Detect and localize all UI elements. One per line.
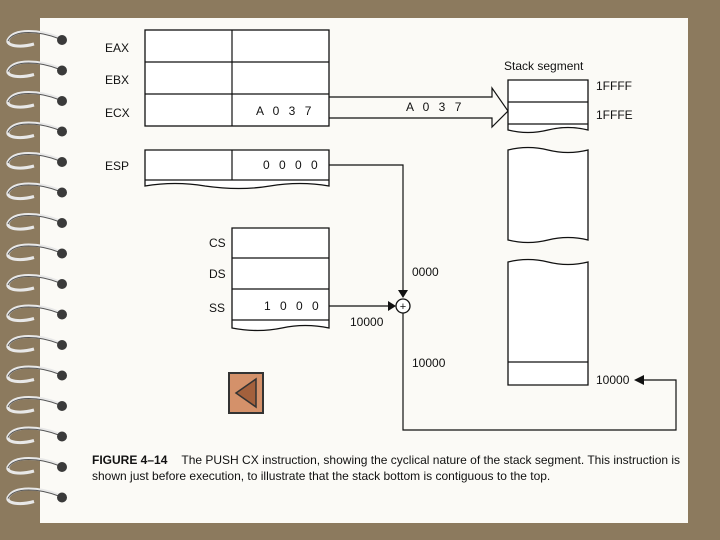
spiral-ring	[6, 91, 67, 109]
spiral-ring	[6, 243, 67, 262]
reg-ecx-label: ECX	[105, 106, 130, 120]
spiral-ring	[6, 365, 67, 384]
spiral-binding	[6, 30, 67, 506]
spiral-ring	[6, 213, 67, 231]
reg-ebx-label: EBX	[105, 73, 129, 87]
spiral-ring	[6, 60, 67, 79]
addr-10000: 10000	[596, 373, 630, 387]
reg-eax-label: EAX	[105, 41, 129, 55]
esp-value: 0 0 0 0	[263, 158, 321, 172]
sum-label: 10000	[412, 356, 446, 370]
spiral-ring	[6, 274, 67, 292]
spiral-ring	[6, 335, 67, 353]
seg-ds-label: DS	[209, 267, 226, 281]
stack-title: Stack segment	[504, 59, 584, 73]
ss-shifted-label: 10000	[350, 315, 384, 329]
spiral-ring	[6, 304, 67, 323]
spiral-ring	[6, 121, 67, 140]
arrow-value: A 0 3 7	[406, 100, 464, 114]
back-button[interactable]	[228, 372, 264, 414]
spiral-ring	[6, 182, 67, 201]
segment-register-file: CS DS SS 1 0 0 0	[209, 227, 330, 332]
offset-label: 0000	[412, 265, 439, 279]
spiral-ring	[6, 396, 67, 414]
adder-symbol: +	[400, 301, 406, 313]
seg-cs-label: CS	[209, 236, 226, 250]
address-wiring: + 0000 10000 10000	[329, 164, 677, 431]
spiral-ring	[6, 426, 67, 445]
spiral-ring	[6, 152, 67, 170]
esp-register: ESP 0 0 0 0	[105, 149, 330, 190]
seg-ss-value: 1 0 0 0	[264, 299, 322, 313]
spiral-ring	[6, 30, 67, 48]
spiral-ring	[6, 457, 67, 475]
seg-ss-label: SS	[209, 301, 225, 315]
caption-figure-number: FIGURE 4–14	[92, 453, 168, 467]
triangle-left-icon	[234, 377, 257, 409]
caption-text: The PUSH CX instruction, showing the cyc…	[92, 453, 681, 483]
reg-ecx-value: A 0 3 7	[256, 104, 314, 118]
data-arrow: A 0 3 7	[329, 86, 509, 129]
stack-segment: Stack segment 1FFFF 1FFFE 10000	[504, 59, 633, 387]
addr-1ffff: 1FFFF	[596, 79, 632, 93]
spiral-ring	[6, 487, 67, 506]
register-file: EAX EBX ECX A 0 3 7	[105, 29, 330, 127]
addr-1fffe: 1FFFE	[596, 108, 633, 122]
esp-label: ESP	[105, 159, 129, 173]
